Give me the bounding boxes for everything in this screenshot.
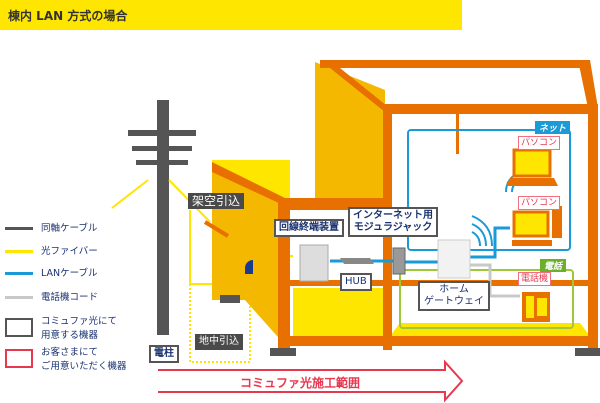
legend-lan: LANケーブル [5,265,98,279]
hub-device [340,258,374,264]
telephone-icon [522,292,550,322]
pc1-label: パソコン [518,136,561,150]
legend-fiber: 光ファイバー [5,243,98,257]
pole-label: 電柱 [149,345,179,363]
overhead-entry-label: 架空引込 [188,193,245,209]
legend-phone-cord: 電話機コード [5,289,98,303]
ont-device [299,244,329,282]
tel-zone [399,269,574,329]
net-tag: ネット [535,121,571,134]
legend-provided-equipment: コミュファ光にて用意する機器 [5,313,117,341]
gateway-label-line1: ホーム [439,284,469,295]
legend-coax: 同軸ケーブル [5,220,97,234]
tel-tag: 電話 [540,259,567,272]
hub-label: HUB [340,273,372,291]
pc2-label: パソコン [518,196,561,210]
laptop-icon [506,148,558,186]
scope-arrow [158,359,464,403]
jack-label-line2: モジュラジャック [353,222,433,233]
page-title: 棟内 LAN 方式の場合 [8,9,128,23]
legend-customer-equipment: お客さまにてご用意いただく機器 [5,344,127,372]
ont-label: 回線終端装置 [274,219,344,237]
underground-entry-label: 地中引込 [195,334,243,350]
net-zone [407,129,571,251]
modular-jack [392,247,406,275]
utility-pole [128,100,196,335]
overhead-entry-icon [203,220,230,238]
gateway-label-line2: ゲートウェイ [424,296,484,307]
roof-frame [320,60,598,114]
underground-entry-icon [245,260,253,274]
jack-label-line1: インターネット用 [353,210,433,221]
phone-label: 電話機 [518,272,552,286]
phone-cord [470,263,520,298]
scope-arrow-label: コミュファ光施工範囲 [240,376,361,390]
desktop-pc-icon [512,206,562,246]
home-gateway [437,239,471,279]
title-bar: 棟内 LAN 方式の場合 [0,0,462,30]
